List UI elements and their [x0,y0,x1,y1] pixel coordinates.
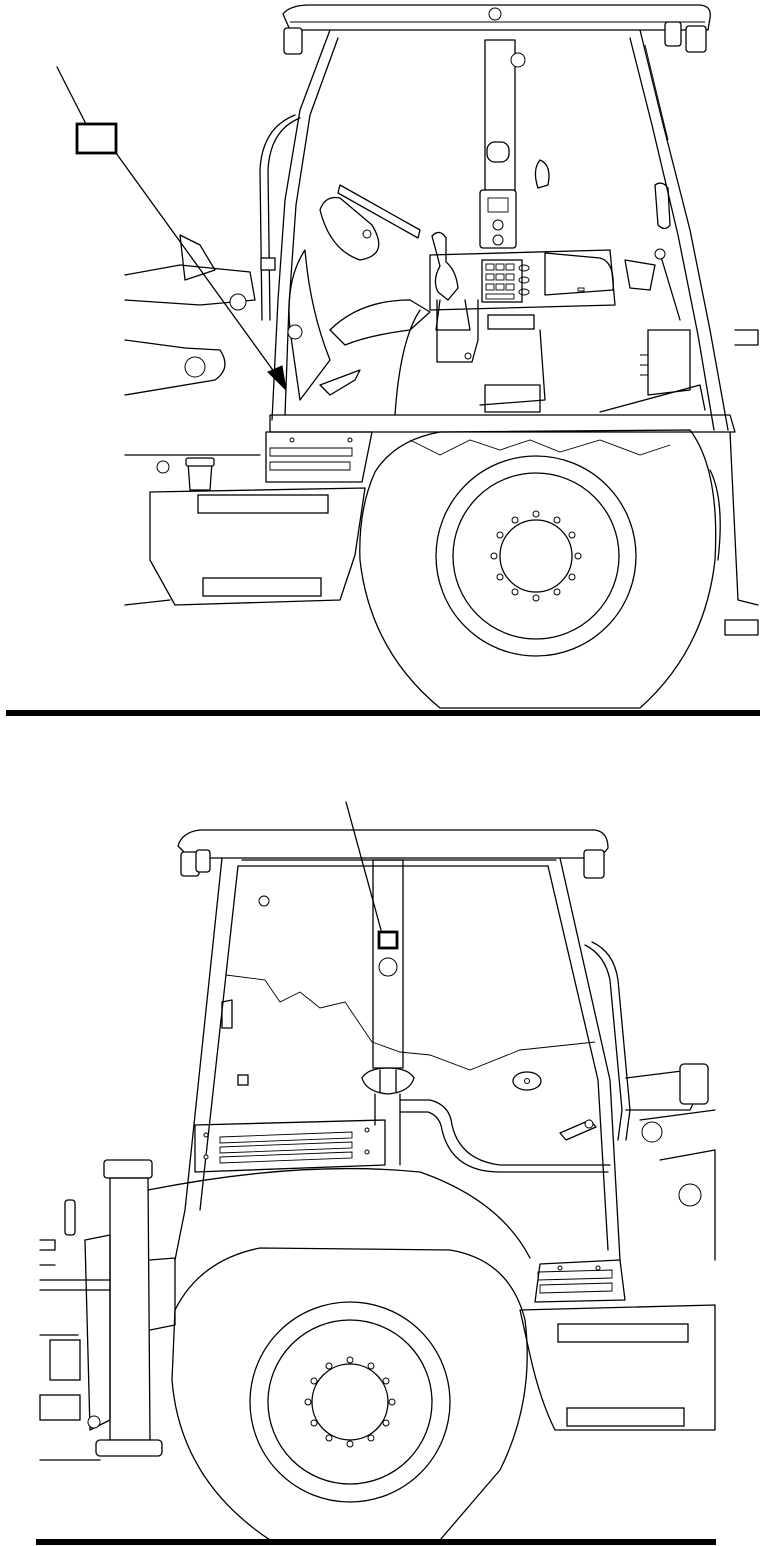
rear-view-wheel [171,1247,528,1541]
step-panel [265,431,373,483]
cab-lower-rear [147,1099,611,1259]
dashboard [429,249,616,363]
right-side-parts [534,1063,716,1303]
rear-frame [709,329,759,636]
wheel-bolts [490,510,582,602]
fender-box [149,457,366,606]
fender-box-rear [519,1304,716,1431]
side-view-illustration [0,0,762,725]
joystick [431,231,471,331]
loader-arm [124,234,261,606]
callout-marker-box-rear [377,930,399,950]
callout [56,66,287,392]
seat-and-wheel [287,184,431,401]
rear-view-illustration [0,780,762,1546]
callout-marker-box [75,122,118,155]
cab-body [269,182,736,433]
rear-wheel-bolts [304,1356,396,1448]
callout-arrowhead [267,365,287,392]
cab-frame [259,29,729,431]
cab-roof [282,4,711,55]
center-pillar [361,859,542,1166]
cab-roof-rear [177,829,609,879]
left-stabilizer [39,1159,176,1461]
steering-column [479,39,550,249]
side-view-svg [6,4,760,716]
rear-view-svg [36,801,716,1545]
callout-rear [345,801,399,950]
rear-wheel [359,429,717,709]
